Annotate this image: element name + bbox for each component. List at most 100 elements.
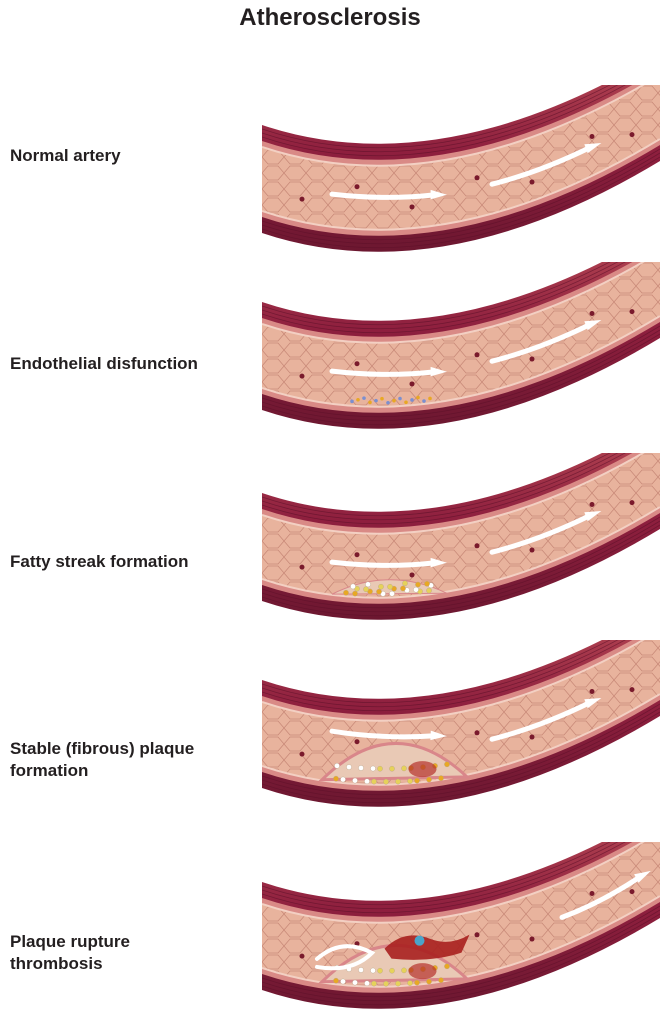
blood-cell-dot [530, 357, 535, 362]
foam-cell [352, 778, 357, 783]
foam-cell [426, 979, 431, 984]
foam-cell [352, 980, 357, 985]
fatty-streak-artery-illustration [262, 453, 660, 633]
foam-cell [378, 584, 383, 589]
foam-cell [402, 581, 407, 586]
foam-cell [444, 762, 449, 767]
fibrous-plaque-artery-illustration [262, 640, 660, 820]
foam-cell [352, 591, 357, 596]
foam-cell [395, 981, 400, 986]
foam-cell [370, 766, 375, 771]
foam-cell [334, 763, 339, 768]
blood-cell-dot [475, 932, 480, 937]
foam-cell [438, 776, 443, 781]
foam-cell [371, 981, 376, 986]
foam-cell [426, 777, 431, 782]
foam-cell [333, 978, 338, 983]
blood-cell-dot [630, 309, 635, 314]
blood-cell-dot [630, 132, 635, 137]
blood-cell-dot [300, 374, 305, 379]
foam-cell [377, 766, 382, 771]
blood-cell-dot [590, 502, 595, 507]
foam-cell [401, 968, 406, 973]
lipid-particle [356, 398, 360, 402]
stage-endothelial-row: Endothelial disfunction [0, 262, 660, 442]
foam-cell [358, 967, 363, 972]
foam-cell [340, 777, 345, 782]
blood-cell-dot [355, 184, 360, 189]
stage-normal-label: Normal artery [10, 145, 260, 167]
blood-cell-dot [530, 180, 535, 185]
foam-cell [364, 779, 369, 784]
blood-cell-dot [530, 735, 535, 740]
blood-cell-dot [475, 352, 480, 357]
necrotic-core [409, 761, 437, 777]
blood-cell-dot [355, 552, 360, 557]
foam-cell [424, 581, 429, 586]
blood-cell-dot [630, 889, 635, 894]
lipid-particle [428, 397, 432, 401]
foam-cell [370, 968, 375, 973]
necrotic-core [409, 963, 437, 979]
blood-cell-dot [300, 954, 305, 959]
foam-cell [389, 968, 394, 973]
blood-cell-dot [590, 689, 595, 694]
foam-cell [346, 764, 351, 769]
foam-cell [340, 979, 345, 984]
foam-cell [414, 980, 419, 985]
lipid-particle [416, 396, 420, 400]
blood-cell-dot [300, 197, 305, 202]
foam-cell [383, 981, 388, 986]
foam-cell [413, 587, 418, 592]
foam-cell [376, 589, 381, 594]
lipid-particle [386, 401, 390, 405]
foam-cell [377, 968, 382, 973]
foam-cell [426, 588, 431, 593]
foam-cell [387, 584, 392, 589]
platelet-cluster [415, 936, 425, 946]
foam-cell [333, 776, 338, 781]
stage-fibrous-label: Stable (fibrous) plaque formation [10, 738, 260, 782]
foam-cell [365, 582, 370, 587]
lipid-particle [380, 397, 384, 401]
stage-rupture-label: Plaque rupture thrombosis [10, 931, 260, 975]
lipid-particle [422, 399, 426, 403]
blood-cell-dot [355, 739, 360, 744]
stage-fibrous-row: Stable (fibrous) plaque formation [0, 640, 660, 820]
lipid-particle [404, 400, 408, 404]
blood-cell-dot [530, 937, 535, 942]
blood-cell-dot [475, 543, 480, 548]
foam-cell [407, 778, 412, 783]
blood-cell-dot [475, 175, 480, 180]
lipid-particle [368, 401, 372, 405]
blood-cell-dot [410, 204, 415, 209]
blood-cell-dot [355, 361, 360, 366]
stage-rupture-row: Plaque rupture thrombosis [0, 842, 660, 1022]
foam-cell [400, 586, 405, 591]
lipid-particle [350, 400, 354, 404]
endothelial-artery-illustration [262, 262, 660, 442]
blood-cell-dot [590, 311, 595, 316]
stage-fatty-label: Fatty streak formation [10, 551, 260, 573]
blood-cell-dot [630, 500, 635, 505]
diagram-title: Atherosclerosis [0, 4, 660, 32]
lipid-particle [398, 397, 402, 401]
foam-cell [444, 964, 449, 969]
foam-cell [371, 779, 376, 784]
blood-cell-dot [410, 381, 415, 386]
foam-cell [415, 582, 420, 587]
stage-normal-row: Normal artery [0, 85, 660, 265]
foam-cell [383, 779, 388, 784]
stage-endothelial-label: Endothelial disfunction [10, 353, 260, 375]
foam-cell [363, 587, 368, 592]
foam-cell [350, 584, 355, 589]
lipid-particle [374, 399, 378, 403]
blood-cell-dot [410, 572, 415, 577]
foam-cell [395, 779, 400, 784]
lipid-particle [362, 396, 366, 400]
foam-cell [438, 978, 443, 983]
foam-cell [389, 591, 394, 596]
foam-cell [364, 981, 369, 986]
blood-cell-dot [300, 565, 305, 570]
foam-cell [407, 980, 412, 985]
